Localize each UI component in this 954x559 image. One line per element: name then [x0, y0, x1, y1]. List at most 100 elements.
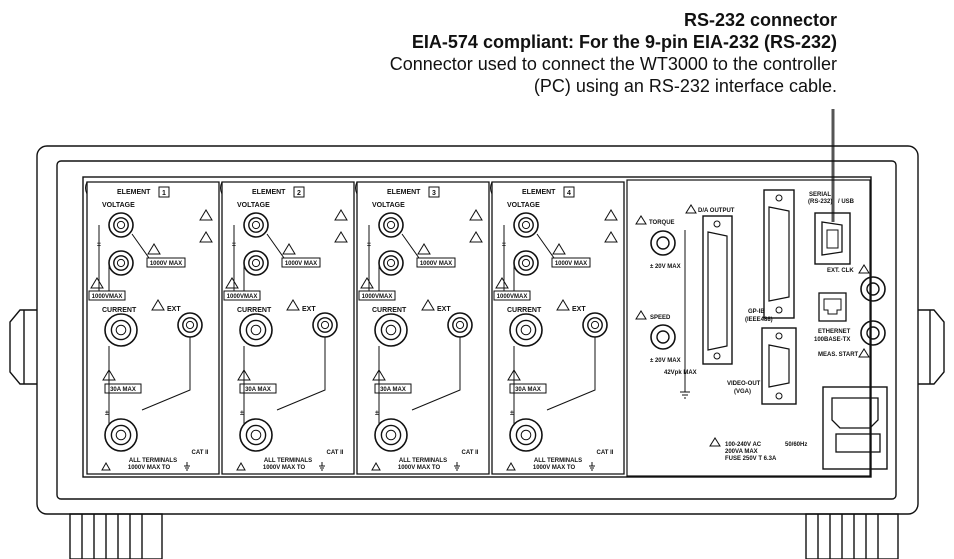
voltage-common-terminal[interactable] — [243, 250, 269, 276]
all-terminals-label: ALL TERMINALS — [399, 458, 447, 464]
voltage-label: VOLTAGE — [237, 202, 270, 209]
ethernet-port[interactable] — [818, 292, 847, 322]
current-input-terminal[interactable] — [239, 313, 273, 347]
ext-sensor-bnc[interactable] — [312, 312, 338, 338]
current-common-terminal[interactable] — [104, 418, 138, 452]
ext-sensor-bnc[interactable] — [447, 312, 473, 338]
current-common-terminal[interactable] — [509, 418, 543, 452]
torque-max-label: ± 20V MAX — [650, 264, 681, 270]
vga-connector[interactable] — [761, 327, 797, 405]
terminals-max-label: 1000V MAX TO — [263, 465, 306, 471]
cat-rating-label: CAT II — [327, 450, 344, 456]
voltage-label: VOLTAGE — [507, 202, 540, 209]
ext-clk-label: EXT. CLK — [827, 268, 854, 274]
fuse-label: FUSE 250V T 6.3A — [725, 456, 777, 462]
warning-icon — [556, 299, 570, 311]
voltage-max-side-label: 1000VMAX — [497, 294, 528, 300]
current-common-terminal[interactable] — [239, 418, 273, 452]
warning-icon — [237, 369, 251, 381]
gpib-label-sub: (IEEE488) — [745, 317, 773, 323]
voltage-max-label: 1000V MAX — [420, 261, 452, 267]
all-terminals-label: ALL TERMINALS — [264, 458, 312, 464]
current-max-label: 30A MAX — [245, 387, 271, 393]
rs232-serial-connector[interactable] — [814, 212, 851, 265]
meas-start-label: MEAS. START — [818, 352, 859, 358]
warning-icon — [147, 243, 161, 255]
voltage-input-terminal[interactable] — [243, 212, 269, 238]
cat-rating-label: CAT II — [597, 450, 614, 456]
ethernet-label: ETHERNET — [818, 329, 851, 335]
plus-minus-label: ± — [502, 241, 506, 248]
ground-icon — [184, 462, 190, 471]
warning-icon — [371, 461, 381, 471]
warning-icon — [199, 231, 213, 243]
cat-rating-label: CAT II — [462, 450, 479, 456]
element-module-3 — [355, 181, 490, 475]
warning-icon — [417, 243, 431, 255]
element-module-2 — [220, 181, 355, 475]
warning-icon — [635, 215, 647, 225]
ext-clk-bnc-connector[interactable] — [860, 276, 886, 302]
terminals-max-label: 1000V MAX TO — [533, 465, 576, 471]
ext-label: EXT — [572, 306, 586, 313]
current-input-terminal[interactable] — [374, 313, 408, 347]
voltage-max-side-label: 1000VMAX — [92, 294, 123, 300]
current-input-terminal[interactable] — [104, 313, 138, 347]
callout-desc-line1: Connector used to connect the WT3000 to … — [389, 54, 837, 74]
power-inlet[interactable] — [822, 386, 888, 470]
serial-label-sub: (RS-232) — [808, 199, 832, 205]
ground-icon — [319, 462, 325, 471]
voltage-max-label: 1000V MAX — [150, 261, 182, 267]
speed-label: SPEED — [650, 315, 671, 321]
callout-desc-line2: (PC) using an RS-232 interface cable. — [533, 76, 837, 96]
speed-bnc-connector[interactable] — [650, 324, 676, 350]
element-label: ELEMENT — [387, 189, 421, 196]
warning-icon — [372, 369, 386, 381]
voltage-input-terminal[interactable] — [108, 212, 134, 238]
ext-sensor-bnc[interactable] — [582, 312, 608, 338]
warning-icon — [286, 299, 300, 311]
power-frequency-label: 50/60Hz — [785, 442, 807, 448]
power-rating-label: 100-240V AC — [725, 442, 762, 448]
element-number: 3 — [432, 190, 436, 197]
serial-label: SERIAL — [809, 192, 831, 198]
video-out-label: VIDEO-OUT — [727, 381, 761, 387]
voltage-common-terminal[interactable] — [378, 250, 404, 276]
ext-label: EXT — [437, 306, 451, 313]
da-output-connector[interactable] — [702, 215, 733, 365]
current-label: CURRENT — [102, 307, 137, 314]
warning-icon — [102, 369, 116, 381]
warning-icon — [635, 310, 647, 320]
meas-start-bnc-connector[interactable] — [860, 320, 886, 346]
element-label: ELEMENT — [117, 189, 151, 196]
plus-minus-label: ± — [105, 410, 109, 417]
current-common-terminal[interactable] — [374, 418, 408, 452]
warning-icon — [858, 264, 870, 274]
warning-icon — [552, 243, 566, 255]
element-number: 4 — [567, 190, 571, 197]
terminals-max-label: 1000V MAX TO — [398, 465, 441, 471]
ext-sensor-bnc[interactable] — [177, 312, 203, 338]
warning-icon — [90, 277, 104, 289]
voltage-input-terminal[interactable] — [513, 212, 539, 238]
gpib-label: GP-IB — [748, 309, 765, 315]
voltage-max-label: 1000V MAX — [555, 261, 587, 267]
ext-label: EXT — [167, 306, 181, 313]
current-input-terminal[interactable] — [509, 313, 543, 347]
torque-bnc-connector[interactable] — [650, 230, 676, 256]
current-label: CURRENT — [372, 307, 407, 314]
warning-icon — [199, 209, 213, 221]
gpib-connector[interactable] — [763, 189, 795, 319]
callout-title: RS-232 connector — [683, 10, 837, 30]
warning-icon — [507, 369, 521, 381]
voltage-input-terminal[interactable] — [378, 212, 404, 238]
all-terminals-label: ALL TERMINALS — [129, 458, 177, 464]
current-max-label: 30A MAX — [515, 387, 541, 393]
voltage-common-terminal[interactable] — [513, 250, 539, 276]
warning-icon — [604, 209, 618, 221]
warning-icon — [334, 231, 348, 243]
voltage-common-terminal[interactable] — [108, 250, 134, 276]
power-max-label: 200VA MAX — [725, 449, 758, 455]
video-out-label-sub: (VGA) — [734, 389, 751, 395]
element-number: 1 — [162, 190, 166, 197]
